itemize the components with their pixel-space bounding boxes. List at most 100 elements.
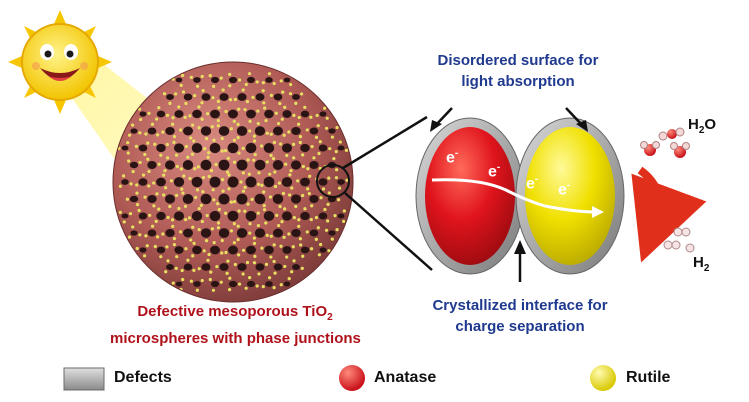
- defect-dot: [144, 132, 148, 136]
- water-molecules-icon: [640, 127, 690, 158]
- defect-dot: [163, 169, 167, 173]
- defect-dot: [321, 187, 326, 191]
- defect-dot: [122, 220, 126, 224]
- defect-dot: [272, 286, 276, 290]
- hydrogen-molecules-icon: [663, 227, 695, 253]
- defect-dot: [253, 254, 257, 258]
- defect-dot: [225, 271, 229, 275]
- defect-dot: [229, 200, 233, 204]
- pore: [183, 263, 193, 271]
- pore: [218, 159, 230, 171]
- defect-dot: [292, 113, 296, 118]
- defect-dot: [253, 152, 257, 157]
- defect-dot: [147, 111, 151, 116]
- pore: [281, 211, 293, 221]
- defect-dot: [256, 121, 260, 126]
- defect-dot: [257, 171, 261, 175]
- defect-dot: [280, 117, 284, 121]
- pore: [147, 195, 157, 203]
- defect-dot: [184, 144, 188, 149]
- defect-dot: [229, 229, 233, 233]
- defect-dot: [172, 140, 176, 144]
- defect-dot: [236, 238, 240, 242]
- defect-dot: [220, 238, 224, 243]
- defect-dot: [138, 131, 142, 135]
- defect-dot: [237, 282, 242, 286]
- defect-dot: [209, 270, 213, 274]
- pore: [228, 280, 238, 288]
- surface-label-line1: Disordered surface for: [437, 52, 599, 69]
- defect-dot: [212, 198, 216, 202]
- defect-dot: [245, 99, 250, 104]
- defect-dot: [216, 99, 220, 103]
- defect-dot: [153, 244, 157, 249]
- pore: [237, 263, 247, 271]
- pore: [227, 210, 239, 222]
- defect-dot: [175, 255, 179, 259]
- defect-dot: [141, 173, 146, 177]
- defect-dot: [241, 189, 246, 193]
- defect-dot: [303, 105, 307, 109]
- defect-dot: [236, 136, 240, 140]
- defect-dot: [150, 122, 155, 126]
- defect-dot: [219, 280, 223, 284]
- electron-label-1: e-: [446, 148, 459, 167]
- defect-dot: [265, 131, 269, 135]
- defect-dot: [169, 179, 174, 183]
- defect-dot: [327, 191, 331, 195]
- defect-dot: [207, 174, 211, 179]
- defect-dot: [125, 197, 129, 201]
- pore: [210, 280, 220, 288]
- pore: [200, 126, 212, 136]
- defect-dot: [261, 284, 265, 289]
- pore: [300, 246, 310, 254]
- defect-dot: [228, 84, 232, 88]
- defect-dot: [206, 155, 210, 159]
- defect-dot: [232, 200, 237, 204]
- defect-dot: [288, 92, 293, 96]
- defect-dot: [163, 186, 168, 190]
- pore: [265, 77, 273, 83]
- defect-dot: [155, 192, 159, 196]
- defect-dot: [201, 89, 205, 93]
- water-label: H2O: [688, 116, 717, 136]
- defect-dot: [220, 149, 224, 153]
- defect-dot: [118, 210, 122, 214]
- defect-dot: [241, 146, 245, 150]
- defect-dot: [279, 142, 283, 146]
- pore: [273, 228, 283, 238]
- defect-dot: [118, 184, 122, 188]
- defect-dot: [325, 116, 329, 120]
- defect-dot: [287, 130, 291, 134]
- defect-dot: [147, 169, 151, 174]
- defect-dot: [342, 219, 346, 223]
- defect-dot: [216, 124, 220, 128]
- pore: [318, 212, 328, 220]
- pore: [210, 76, 220, 84]
- pore: [281, 177, 293, 187]
- defect-dot: [155, 117, 159, 121]
- rutile-ball-icon: [590, 365, 616, 391]
- defect-dot: [138, 160, 142, 165]
- defect-dot: [291, 245, 295, 249]
- defect-dot: [183, 204, 188, 208]
- defect-dot: [264, 221, 268, 225]
- pore: [173, 211, 185, 221]
- defect-dot: [233, 97, 237, 102]
- hydrogen-label: H2: [693, 254, 710, 274]
- defect-dot: [197, 206, 201, 211]
- defect-dot: [143, 195, 147, 199]
- pore: [175, 281, 183, 287]
- defect-dot: [297, 122, 301, 126]
- defect-dot: [200, 74, 204, 79]
- pore: [166, 94, 174, 100]
- defect-dot: [261, 81, 265, 85]
- pore: [337, 145, 345, 151]
- defect-dot: [259, 144, 264, 148]
- pore: [237, 93, 247, 101]
- defect-dot: [204, 239, 209, 243]
- defect-dot: [283, 105, 287, 109]
- pore: [264, 109, 274, 119]
- defect-dot: [269, 234, 273, 238]
- electron-label-3: e-: [526, 174, 539, 193]
